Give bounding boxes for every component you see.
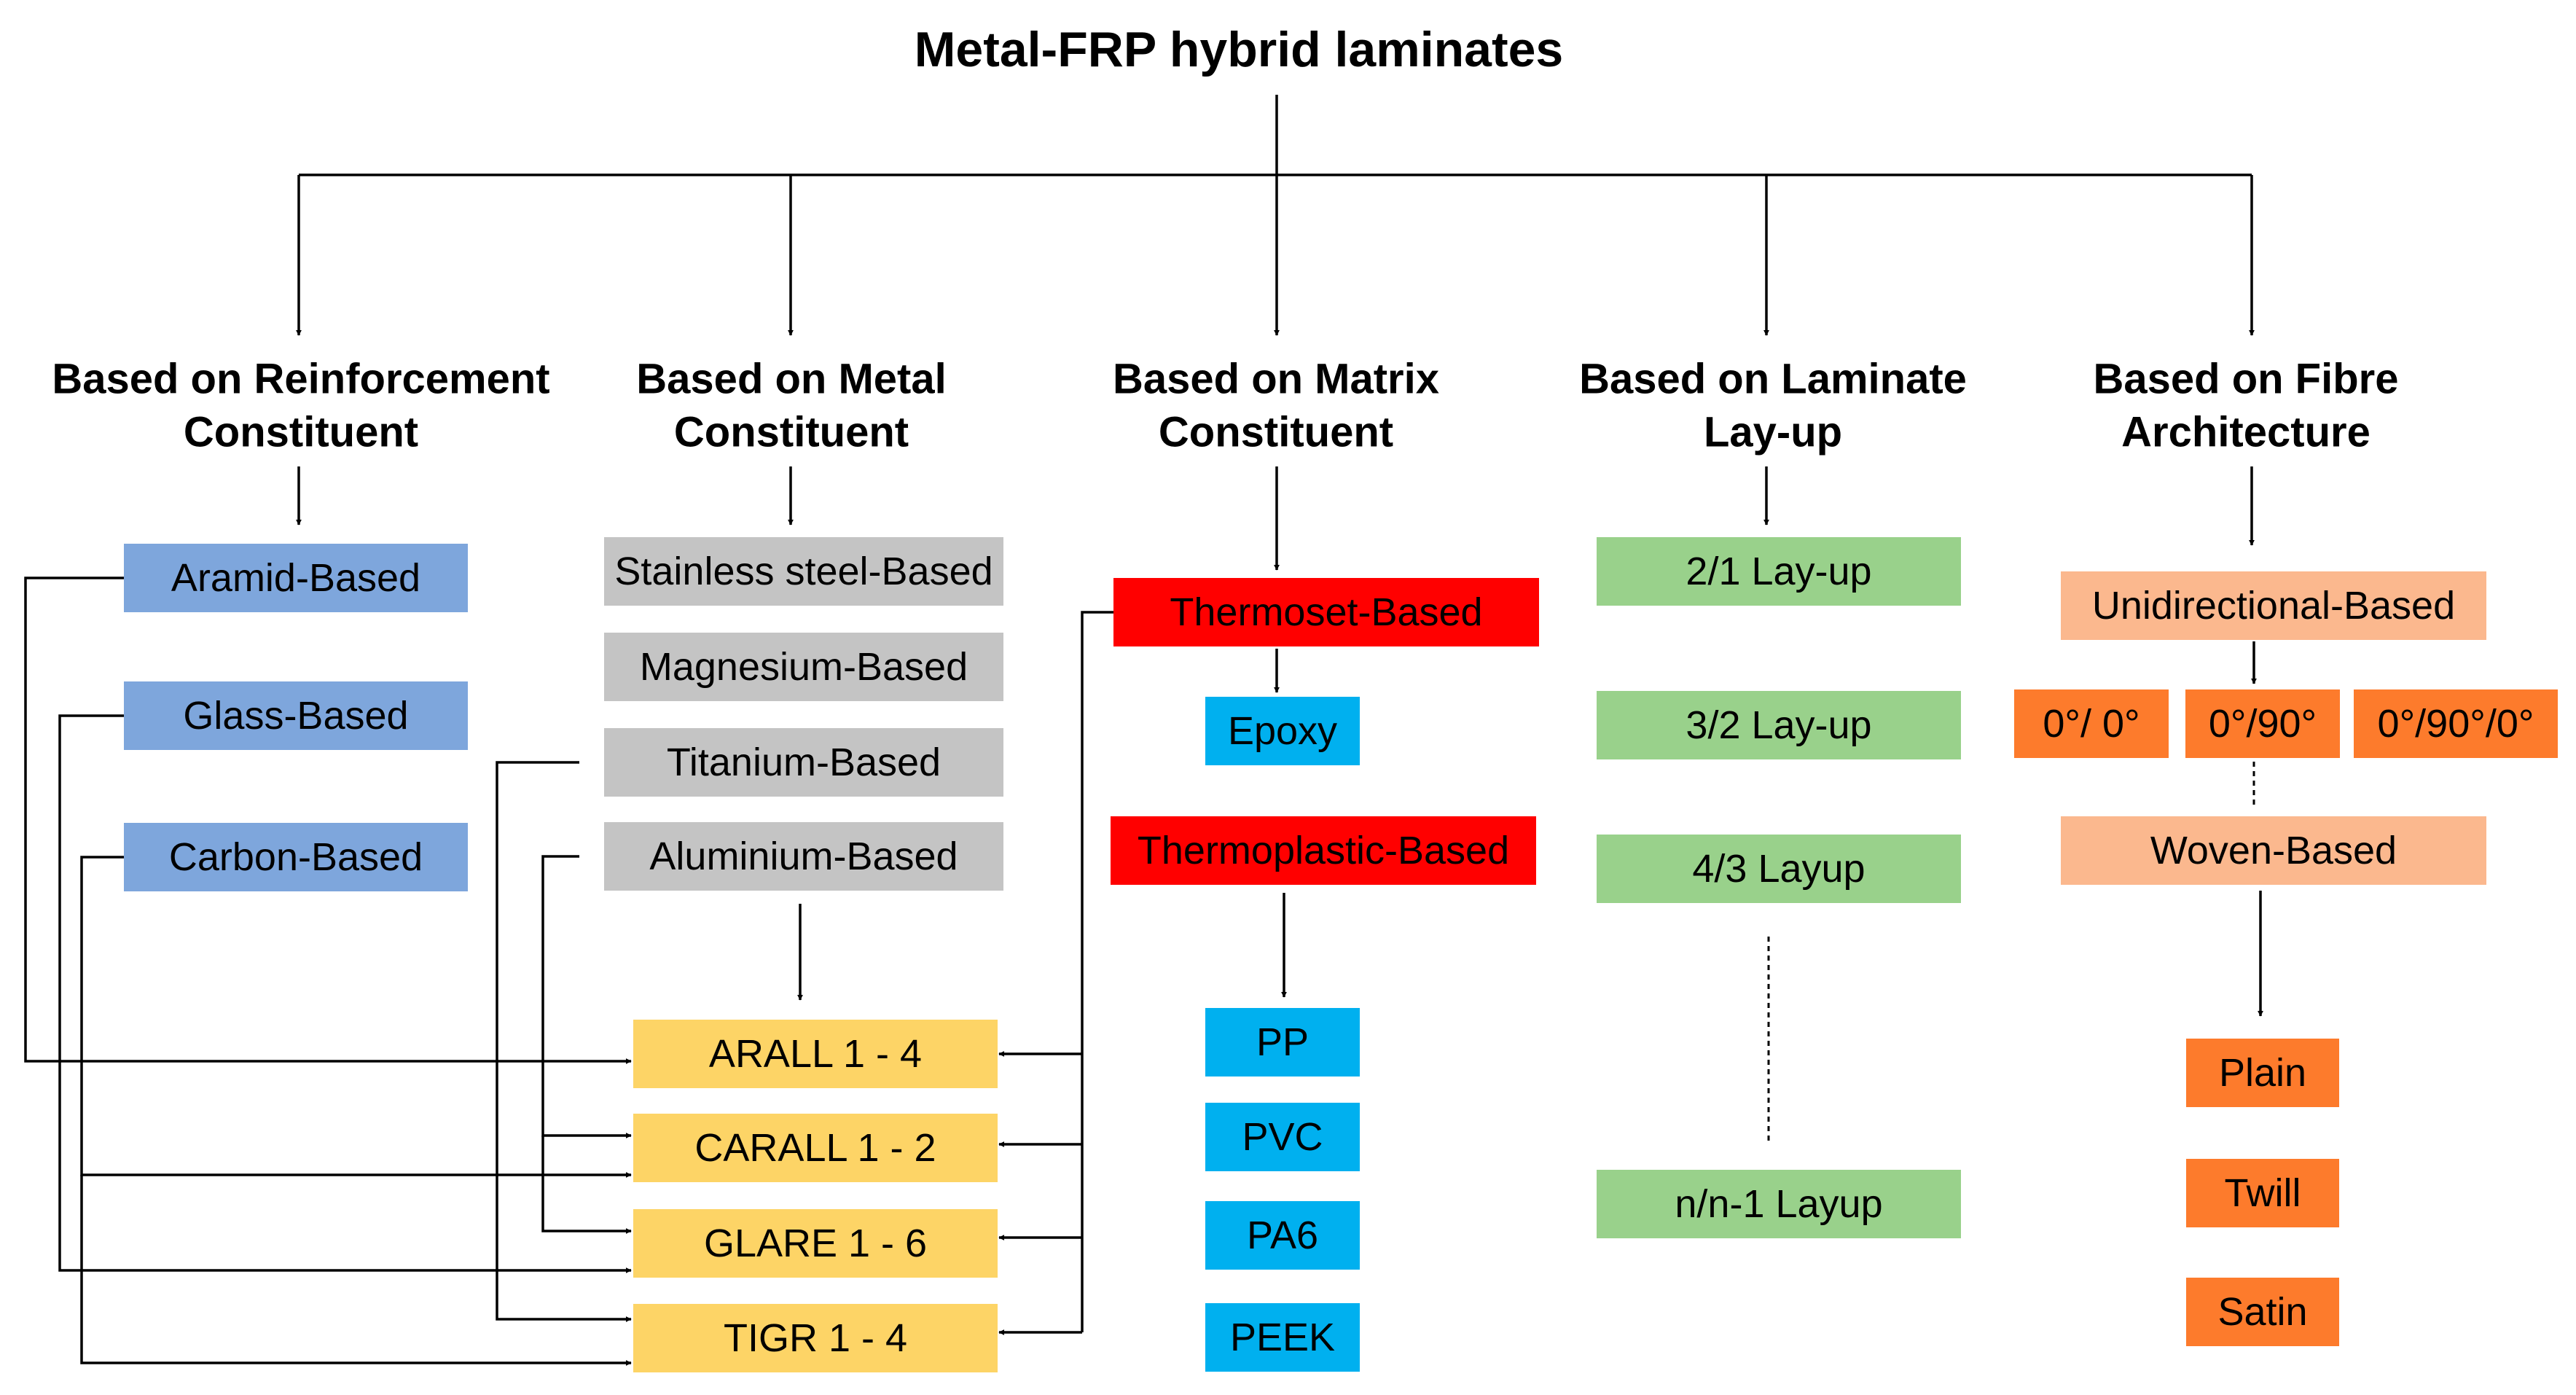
carbon-based-label: Carbon-Based <box>169 835 423 879</box>
glass-based-box <box>124 681 468 750</box>
epoxy-label: Epoxy <box>1228 709 1337 753</box>
2-1-lay-up-label: 2/1 Lay-up <box>1686 550 1871 593</box>
unidirectional-based-box <box>2061 571 2486 640</box>
thermoset-based-box <box>1113 578 1539 646</box>
aramid-based-label: Aramid-Based <box>171 556 420 600</box>
0deg-90deg-0deg-label: 0°/90°/0° <box>2378 702 2534 746</box>
2-1-lay-up-box <box>1597 537 1961 606</box>
4-3-layup-box <box>1597 835 1961 903</box>
stainless-steel-based-box <box>604 537 1003 606</box>
pa6-box <box>1205 1201 1360 1270</box>
carbon-based-box <box>124 823 468 891</box>
route-carbon-to-tigr <box>80 1175 632 1366</box>
pp-label: PP <box>1256 1020 1309 1064</box>
glare-1-6-box <box>633 1209 998 1278</box>
woven-based-label: Woven-Based <box>2150 829 2397 872</box>
aramid-based-box <box>124 544 468 612</box>
0deg-0deg-box <box>2014 689 2169 758</box>
peek-label: PEEK <box>1230 1316 1335 1359</box>
glass-based-label: Glass-Based <box>183 694 408 738</box>
thermoplastic-based-label: Thermoplastic-Based <box>1138 829 1509 872</box>
aluminium-based-label: Aluminium-Based <box>649 835 958 878</box>
0deg-90deg-box <box>2185 689 2340 758</box>
category-matrix-heading-line2: Constituent <box>1159 409 1393 456</box>
tigr-1-4-label: TIGR 1 - 4 <box>724 1316 907 1360</box>
route-glass-to-glare <box>58 714 632 1273</box>
thermoset-bus-line <box>1081 611 1113 1332</box>
category-metal-heading-line2: Constituent <box>674 409 909 456</box>
node-boxes <box>124 537 2558 1372</box>
woven-based-box <box>2061 816 2486 885</box>
satin-label: Satin <box>2217 1290 2307 1334</box>
0deg-90deg-0deg-box <box>2354 689 2558 758</box>
titanium-based-label: Titanium-Based <box>667 741 941 784</box>
carall-1-2-label: CARALL 1 - 2 <box>694 1126 936 1170</box>
pvc-box <box>1205 1103 1360 1171</box>
arall-1-4-box <box>633 1020 998 1088</box>
unidirectional-based-label: Unidirectional-Based <box>2092 584 2455 628</box>
route-aramid-to-arall <box>24 577 632 1064</box>
route-aluminium-to-glare <box>541 1136 632 1234</box>
aluminium-based-box <box>604 822 1003 891</box>
pp-box <box>1205 1008 1360 1076</box>
category-metal-heading-line1: Based on Metal <box>636 356 946 403</box>
route-carbon-to-carall <box>80 856 632 1178</box>
category-reinforcement-heading-line1: Based on Reinforcement <box>52 356 549 403</box>
0deg-0deg-label: 0°/ 0° <box>2043 702 2140 746</box>
3-2-lay-up-box <box>1597 691 1961 759</box>
thermoplastic-based-box <box>1111 816 1536 885</box>
0deg-90deg-label: 0°/90° <box>2209 702 2317 746</box>
arall-1-4-label: ARALL 1 - 4 <box>709 1032 922 1076</box>
category-layup-heading-line1: Based on Laminate <box>1579 356 1967 403</box>
satin-box <box>2186 1278 2339 1346</box>
titanium-based-box <box>604 728 1003 797</box>
epoxy-box <box>1205 697 1360 765</box>
carall-1-2-box <box>633 1114 998 1182</box>
pvc-label: PVC <box>1242 1115 1323 1159</box>
3-2-lay-up-label: 3/2 Lay-up <box>1686 703 1871 747</box>
connector-lines <box>24 95 2263 1366</box>
twill-label: Twill <box>2225 1171 2301 1215</box>
twill-box <box>2186 1159 2339 1227</box>
tigr-1-4-box <box>633 1304 998 1372</box>
thermoset-based-label: Thermoset-Based <box>1170 590 1482 634</box>
category-reinforcement-heading-line2: Constituent <box>184 409 418 456</box>
n-n-1-layup-label: n/n-1 Layup <box>1675 1182 1882 1226</box>
route-titanium-to-tigr <box>496 761 632 1322</box>
glare-1-6-label: GLARE 1 - 6 <box>704 1222 927 1265</box>
stainless-steel-based-label: Stainless steel-Based <box>614 550 993 593</box>
category-layup-heading-line2: Lay-up <box>1704 409 1842 456</box>
category-fibre-heading-line1: Based on Fibre <box>2094 356 2399 403</box>
4-3-layup-label: 4/3 Layup <box>1692 847 1865 891</box>
diagram-title: Metal-FRP hybrid laminates <box>915 22 1564 77</box>
peek-box <box>1205 1303 1360 1372</box>
n-n-1-layup-box <box>1597 1170 1961 1238</box>
category-matrix-heading-line1: Based on Matrix <box>1113 356 1439 403</box>
plain-box <box>2186 1039 2339 1107</box>
route-aluminium-to-carall <box>541 855 632 1138</box>
category-fibre-heading-line2: Architecture <box>2121 409 2371 456</box>
magnesium-based-box <box>604 633 1003 701</box>
pa6-label: PA6 <box>1247 1214 1318 1257</box>
plain-label: Plain <box>2219 1051 2306 1095</box>
magnesium-based-label: Magnesium-Based <box>640 645 968 689</box>
